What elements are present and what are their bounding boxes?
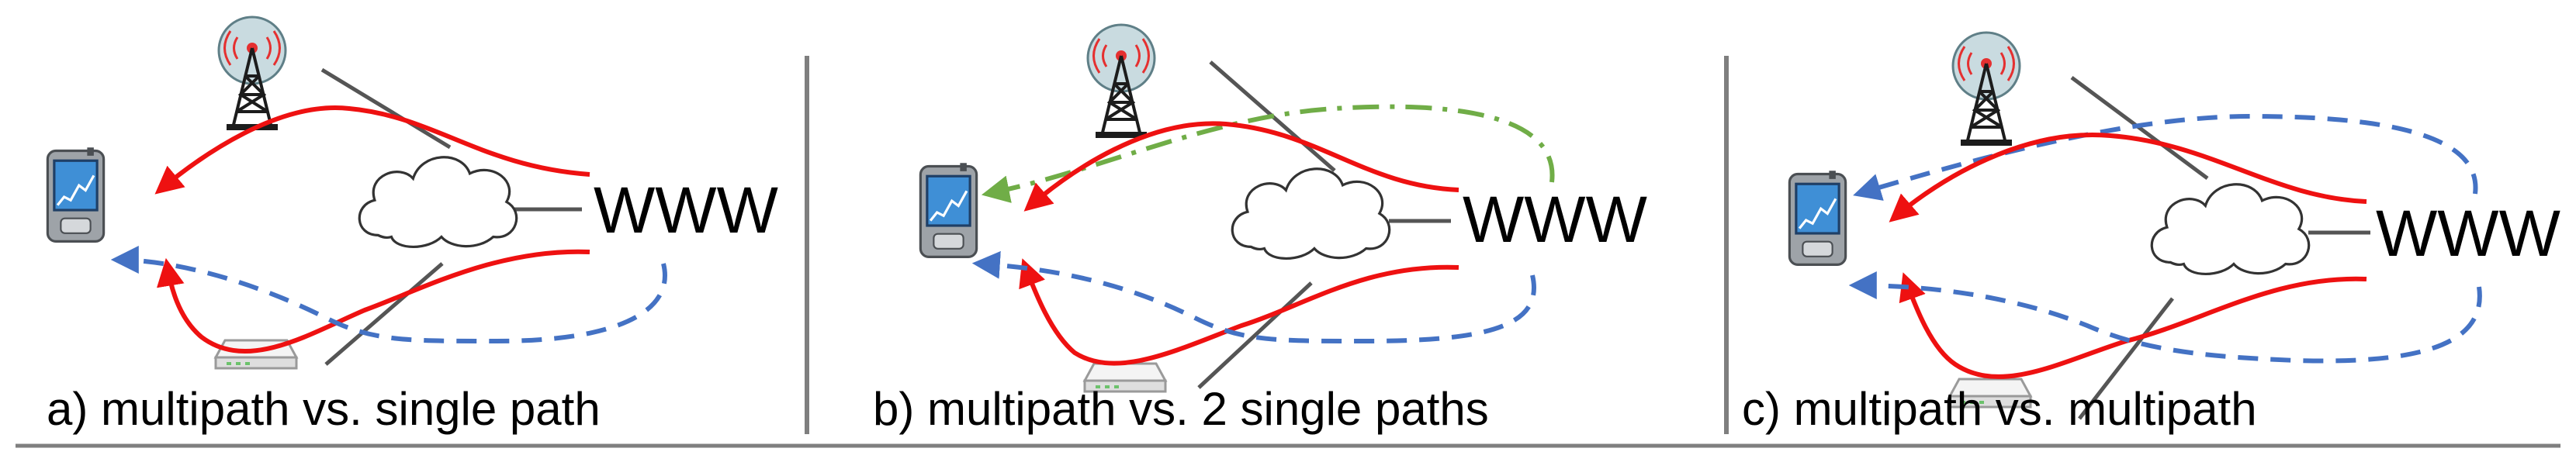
cell-tower-icon bbox=[1951, 31, 2021, 147]
smartphone-icon bbox=[1788, 171, 1847, 266]
tower-uplink bbox=[320, 67, 452, 150]
green-single-path-flow bbox=[981, 104, 1555, 203]
blue-single-path-flow bbox=[971, 250, 1536, 344]
router-uplink bbox=[1197, 281, 1313, 389]
cell-tower-icon bbox=[217, 16, 287, 132]
panel-c: WWW c) multipath vs. multipath bbox=[1742, 31, 2560, 435]
server-label: WWW bbox=[2376, 197, 2560, 270]
panel-caption: b) multipath vs. 2 single paths bbox=[873, 383, 1489, 435]
cell-tower-icon bbox=[1086, 23, 1156, 140]
mptcp2-subflow-cellular bbox=[1853, 113, 2478, 201]
router-uplink bbox=[2078, 297, 2174, 420]
panel-caption: c) multipath vs. multipath bbox=[1742, 383, 2257, 435]
mptcp-subflow-wifi bbox=[1899, 272, 2367, 379]
server-label: WWW bbox=[594, 174, 778, 247]
internet-cloud-icon bbox=[2150, 183, 2311, 276]
panel-b: WWW b) multipath vs. 2 single paths bbox=[873, 23, 1647, 435]
server-label: WWW bbox=[1463, 183, 1647, 256]
router-uplink bbox=[324, 262, 444, 366]
internet-cloud-icon bbox=[358, 156, 518, 249]
panel-caption: a) multipath vs. single path bbox=[47, 383, 601, 435]
mptcp-subflow-cellular bbox=[1889, 133, 2367, 222]
mptcp-subflow-wifi bbox=[156, 249, 590, 354]
smartphone-icon bbox=[919, 163, 978, 258]
mptcp-subflow-wifi bbox=[1019, 258, 1459, 366]
single-path-flow bbox=[110, 246, 667, 344]
smartphone-icon bbox=[46, 147, 106, 243]
internet-cloud-icon bbox=[1231, 167, 1391, 260]
mptcp-subflow-cellular bbox=[1023, 121, 1459, 212]
mptcp2-subflow-wifi bbox=[1848, 271, 2482, 364]
tower-uplink bbox=[2070, 75, 2209, 181]
mptcp-subflow-cellular bbox=[154, 105, 590, 195]
panel-a: WWW a) multipath vs. single path bbox=[46, 16, 778, 435]
